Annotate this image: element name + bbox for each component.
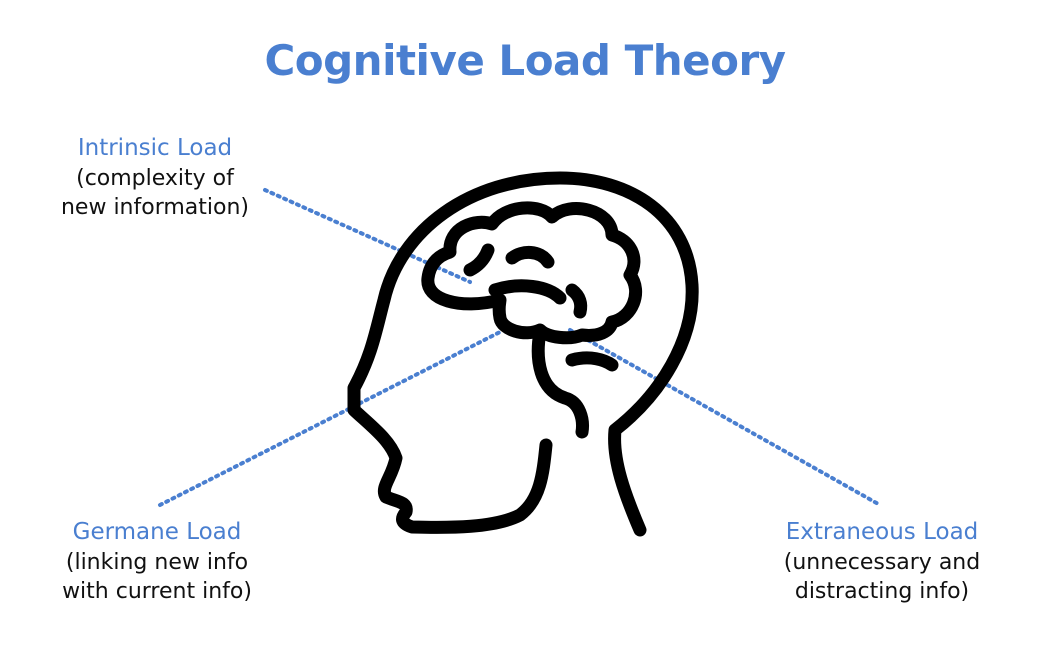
- germane-load-desc-line2: with current info): [62, 578, 252, 604]
- extraneous-load-name: Extraneous Load: [785, 519, 979, 545]
- brain-fold-3: [488, 279, 567, 305]
- connector-lines: [158, 188, 882, 507]
- extraneous-load-desc-line2: distracting info): [794, 578, 970, 604]
- intrinsic-load-desc-line1: (complexity of: [76, 166, 234, 192]
- connector-germane: [158, 330, 502, 507]
- germane-load-name: Germane Load: [72, 519, 242, 545]
- brain-stem: [531, 325, 589, 439]
- brain-fold-2: [505, 246, 555, 269]
- brain-fold-4: [565, 283, 588, 319]
- intrinsic-load-label: Intrinsic Load (complexity of new inform…: [40, 134, 270, 222]
- head-outline: [347, 171, 699, 537]
- germane-load-desc-line1: (linking new info: [65, 550, 249, 576]
- connector-extraneous: [568, 328, 882, 507]
- extraneous-load-desc-line1: (unnecessary and: [783, 550, 981, 576]
- brain-outline: [421, 201, 643, 345]
- intrinsic-load-name: Intrinsic Load: [77, 135, 233, 161]
- brain-icon: [421, 201, 643, 439]
- extraneous-load-label: Extraneous Load (unnecessary and distrac…: [762, 518, 1002, 606]
- brain-fold-1: [463, 243, 495, 277]
- germane-load-label: Germane Load (linking new info with curr…: [32, 518, 282, 606]
- cerebellum: [565, 351, 619, 372]
- connector-intrinsic: [263, 188, 472, 284]
- page-title: Cognitive Load Theory: [264, 36, 786, 85]
- intrinsic-load-desc-line2: new information): [60, 194, 250, 220]
- head-profile-path: [347, 171, 699, 537]
